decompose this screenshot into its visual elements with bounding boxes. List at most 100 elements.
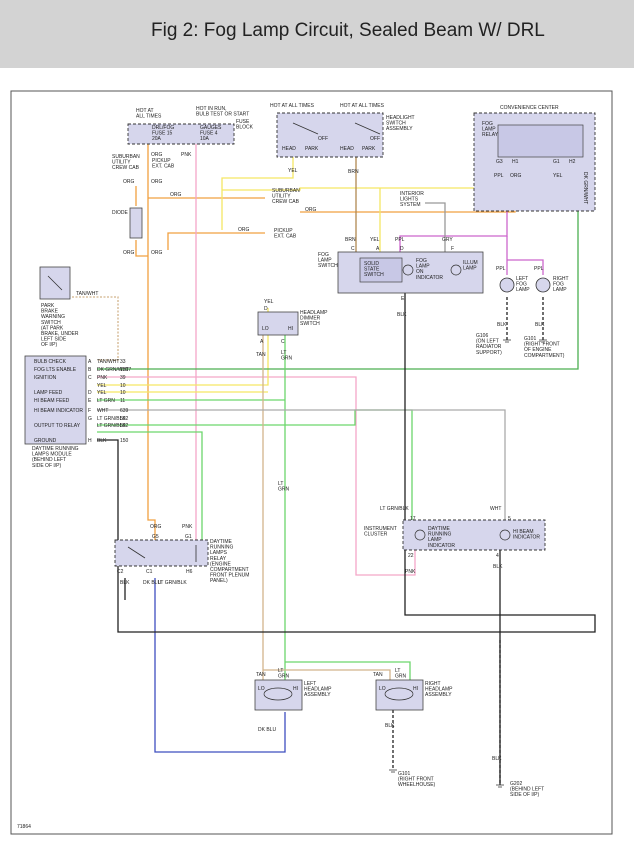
note-org-right: ORG xyxy=(305,207,317,213)
cluster-pin-22: 22 xyxy=(408,553,414,559)
drl-relay-blk: BLK xyxy=(120,580,130,586)
wire-gry xyxy=(425,202,446,252)
fog-wire-gry: GRY xyxy=(442,237,453,243)
wire-blk-fogsw xyxy=(404,293,596,633)
diagram-frame xyxy=(10,90,613,835)
hs-head1: HEAD xyxy=(282,146,296,152)
wire-ppl-lamps xyxy=(506,236,544,275)
fuse-wire-org: ORG xyxy=(151,152,163,158)
hs-hot1: HOT AT ALL TIMES xyxy=(270,103,315,109)
fog-pin-c: C xyxy=(351,246,355,252)
drl-relay-h6: H6 xyxy=(186,569,193,575)
drl-row-circuit: 39 xyxy=(120,375,126,381)
dimmer-hi: HI xyxy=(288,326,293,332)
wire-dkgrnwht xyxy=(97,168,579,370)
drl-row-circuit: 150 xyxy=(120,438,129,444)
rh-lo: LO xyxy=(379,686,386,692)
drl-row-name: HI BEAM FEED xyxy=(34,398,70,404)
ground-icon-g202 xyxy=(496,784,504,788)
drl-row-name: BULB CHECK xyxy=(34,359,67,365)
drl-row-wire: YEL xyxy=(97,383,107,389)
hs-off2: OFF xyxy=(370,136,380,142)
dimmer-tan: TAN xyxy=(256,352,266,358)
wire-yel-switch xyxy=(221,143,294,230)
drl-row-name: IGNITION xyxy=(34,375,57,381)
lh-hi: HI xyxy=(293,686,298,692)
diode-symbol xyxy=(129,207,143,239)
note-org-mid: ORG xyxy=(170,192,182,198)
drl-row-circuit: 11 xyxy=(120,398,125,404)
drl-row-pin: E xyxy=(88,398,92,404)
fog-wire-ppl: PPL xyxy=(395,237,405,243)
hs-park1: PARK xyxy=(305,146,319,152)
drl-relay-c1: C1 xyxy=(146,569,153,575)
cluster-ltgrnblk: LT GRN/BLK xyxy=(380,506,409,512)
cc-wire-yel: YEL xyxy=(553,173,563,179)
wire-blk-module xyxy=(97,439,501,785)
drl-row-wire: TAN/WHT xyxy=(97,359,119,365)
drl-relay-coil xyxy=(127,545,197,562)
lh-dkblu: DK BLU xyxy=(258,727,276,733)
wire-pnk-cluster xyxy=(196,376,416,576)
drl-row-circuit: 639 xyxy=(120,408,129,414)
diode-label: DIODE xyxy=(112,210,129,216)
cc-title: CONVENIENCE CENTER xyxy=(500,105,559,111)
drl-row-wire: LT GRN xyxy=(97,398,115,404)
rh-blk: BLK xyxy=(385,723,395,729)
cc-pin-h1: H1 xyxy=(512,159,519,165)
wire-ltgrn-hi xyxy=(97,335,411,690)
drl-row-pin: H xyxy=(88,438,92,444)
title-bar: Fig 2: Fog Lamp Circuit, Sealed Beam W/ … xyxy=(0,0,634,68)
wires xyxy=(72,143,596,785)
hs-park2: PARK xyxy=(362,146,376,152)
drl-row-pin: D xyxy=(88,390,92,396)
note-org-left2: ORG xyxy=(151,179,163,185)
rh-hi: HI xyxy=(413,686,418,692)
drl-relay-pnk: PNK xyxy=(182,524,193,530)
note-org-mid2: ORG xyxy=(238,227,250,233)
fuse-wire-pnk: PNK xyxy=(181,152,192,158)
right-headlamp-icon xyxy=(384,687,414,701)
note-org-left3: ORG xyxy=(123,250,135,256)
fog-lamp-ppl-left: PPL xyxy=(496,266,506,272)
cc-wire-ppl: PPL xyxy=(494,173,504,179)
lh-tan: TAN xyxy=(256,672,266,678)
ground-icon-g101 xyxy=(389,769,397,773)
wire-ltgrnblk xyxy=(97,409,413,520)
left-headlamp-icon xyxy=(263,687,293,701)
drl-row-circuit: 33 xyxy=(120,359,126,365)
fog-switch-blk: BLK xyxy=(397,312,407,318)
ground-icon-g101-fog xyxy=(539,339,547,343)
lh-lo: LO xyxy=(258,686,265,692)
rh-tan: TAN xyxy=(373,672,383,678)
drl-row-pin: C xyxy=(88,375,92,381)
wire-yel-dimmer xyxy=(97,308,269,386)
cc-pin-h2: H2 xyxy=(569,159,576,165)
dimmer-lo: LO xyxy=(262,326,269,332)
